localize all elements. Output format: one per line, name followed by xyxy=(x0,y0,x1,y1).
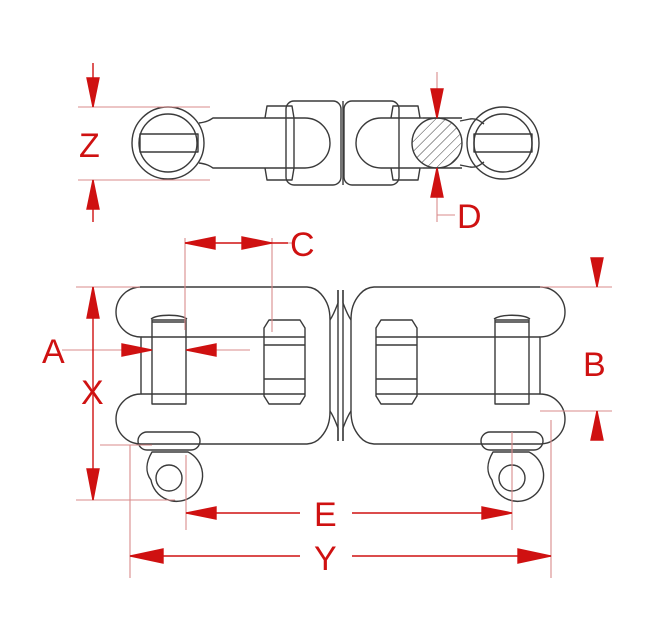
z-arrow-bottom xyxy=(86,179,100,210)
y-arrow-right xyxy=(517,548,552,564)
d-arrow-top xyxy=(430,88,444,119)
b-arrow-bottom xyxy=(590,410,604,441)
right-arm-bottom-edge-2 xyxy=(459,161,485,168)
right-screw-slot xyxy=(473,133,533,153)
dimension-label-e: E xyxy=(314,496,337,534)
left-pin-shaft xyxy=(151,319,187,405)
dimension-label-y: Y xyxy=(314,540,337,578)
dimension-label-a: A xyxy=(42,333,65,371)
c-arrow-left xyxy=(184,236,216,250)
e-arrow-left xyxy=(185,506,217,520)
a-arrow-right xyxy=(185,343,217,357)
dimension-x xyxy=(86,286,100,501)
y-arrow-left xyxy=(129,548,164,564)
dimension-label-x: X xyxy=(81,374,104,412)
left-shackle-body xyxy=(115,286,331,445)
center-right-lower-taper xyxy=(342,410,352,441)
dimension-a xyxy=(121,343,217,357)
right-swivel-barrel xyxy=(355,117,420,169)
c-arrow-right xyxy=(241,236,273,250)
right-eye-collar xyxy=(480,431,544,451)
e-arrow-right xyxy=(481,506,513,520)
dimension-label-d: D xyxy=(457,198,482,236)
left-arm-bottom-edge xyxy=(198,162,265,169)
right-arm-top-edge-2 xyxy=(459,118,485,125)
x-arrow-top xyxy=(86,286,100,319)
dimension-z xyxy=(86,63,100,222)
right-eye-teardrop xyxy=(487,451,545,502)
dimension-lines xyxy=(86,63,604,564)
right-screw-head-outer xyxy=(466,106,540,180)
a-arrow-left xyxy=(121,343,153,357)
b-arrow-top xyxy=(590,257,604,288)
dimension-y xyxy=(129,548,552,564)
right-pin-head-cap xyxy=(493,314,531,320)
dimension-e xyxy=(185,506,513,520)
dimension-label-b: B xyxy=(583,346,606,384)
right-shackle-body xyxy=(350,286,566,445)
swivel-pin-section-hatched xyxy=(411,117,463,169)
right-nut-bottom-flat xyxy=(390,167,421,181)
left-arm-top-edge xyxy=(198,117,265,124)
right-nut-top-flat xyxy=(390,105,421,119)
d-arrow-bottom xyxy=(430,167,444,198)
x-arrow-bottom xyxy=(86,468,100,501)
left-screw-head-inner xyxy=(138,113,198,173)
dimension-label-c: C xyxy=(290,226,315,264)
side-view-geometry xyxy=(115,286,566,502)
dimension-label-z: Z xyxy=(79,127,100,165)
left-eye-teardrop xyxy=(146,451,204,502)
right-pin-shaft xyxy=(494,319,530,405)
right-nut-outline xyxy=(375,319,418,405)
right-center-block xyxy=(343,100,400,186)
left-nut-outline xyxy=(263,319,306,405)
z-arrow-top xyxy=(86,77,100,108)
left-screw-slot xyxy=(139,133,199,153)
top-view-geometry xyxy=(131,100,540,186)
dimension-c xyxy=(184,236,288,250)
left-eye-hole xyxy=(155,464,183,492)
left-nut-top-flat xyxy=(264,105,295,119)
dimension-d xyxy=(430,88,444,198)
center-right-upper-taper xyxy=(342,290,352,321)
dimension-b xyxy=(590,257,604,441)
left-nut-bottom-flat xyxy=(264,167,295,181)
left-swivel-barrel xyxy=(265,117,331,169)
left-eye-collar xyxy=(137,431,201,451)
left-center-block xyxy=(285,100,342,186)
